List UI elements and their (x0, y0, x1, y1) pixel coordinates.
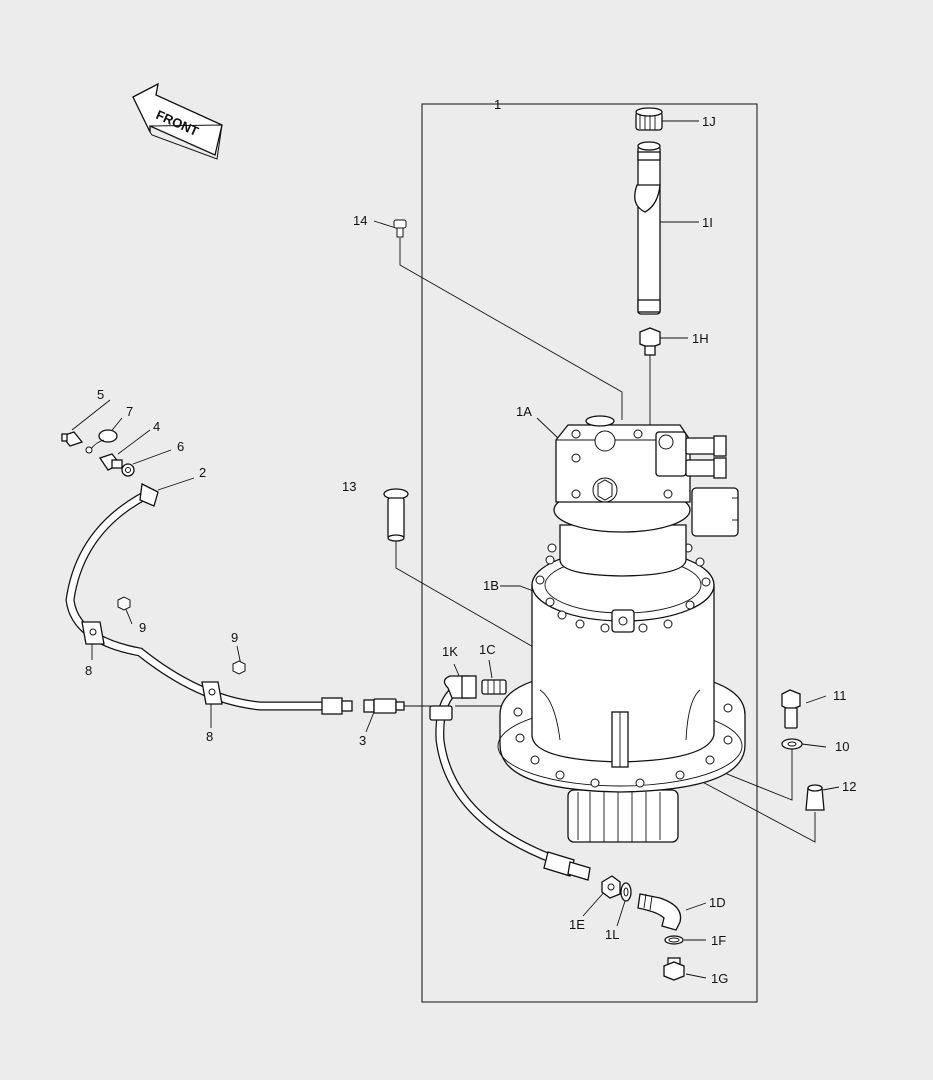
callout-8-lower: 8 (206, 729, 213, 744)
callout-1A: 1A (516, 404, 532, 419)
callout-2: 2 (199, 465, 206, 480)
part-10-washer (781, 738, 803, 750)
callout-1K: 1K (442, 644, 458, 659)
callout-1B: 1B (483, 578, 499, 593)
swing-motor-assembly (497, 415, 746, 843)
flange-holes (513, 703, 733, 788)
part-1I-tube (634, 141, 661, 315)
part-8-clamp-upper (81, 621, 105, 645)
part-9-bolt-upper (117, 596, 131, 611)
callout-1H: 1H (692, 331, 709, 346)
part-5-grease-nipple (60, 431, 84, 447)
callout-4: 4 (153, 419, 160, 434)
callout-12: 12 (842, 779, 856, 794)
callout-14: 14 (353, 213, 367, 228)
callout-9-upper: 9 (139, 620, 146, 635)
part-12-pin (805, 784, 825, 811)
callout-13: 13 (342, 479, 356, 494)
part-6-nut (121, 463, 135, 477)
hose-1K-1D (429, 683, 591, 881)
part-1G-plug (663, 957, 685, 981)
callout-3: 3 (359, 733, 366, 748)
part-1D-elbow (637, 893, 682, 931)
callout-1L: 1L (605, 927, 619, 942)
callout-7: 7 (126, 404, 133, 419)
part-4-fitting (98, 453, 123, 471)
part-3-connector (363, 698, 405, 714)
part-1H-fitting (639, 327, 661, 356)
callout-1C: 1C (479, 642, 496, 657)
callout-1D: 1D (709, 895, 726, 910)
callout-1I: 1I (702, 215, 713, 230)
part-2-hose (65, 483, 353, 715)
body-bolts (535, 543, 711, 633)
part-9-bolt-lower (232, 660, 246, 675)
callout-1J: 1J (702, 114, 716, 129)
part-7-cap (85, 429, 118, 454)
callout-9-lower: 9 (231, 630, 238, 645)
callout-1E: 1E (569, 917, 585, 932)
assembly-boundary-box (421, 103, 758, 1003)
part-1F-o-ring (664, 935, 684, 945)
part-1C-adapter (481, 679, 507, 695)
callout-labels: 1 1J 1I 14 1H 1A 13 1B 5 7 4 6 2 9 8 9 8… (85, 97, 856, 986)
part-1L-washer (620, 882, 632, 902)
callout-10: 10 (835, 739, 849, 754)
part-1J-cap (635, 107, 663, 131)
leader-lines (71, 120, 840, 979)
callout-6: 6 (177, 439, 184, 454)
part-13-pin (383, 488, 409, 542)
callout-11: 11 (833, 688, 847, 703)
callout-8-upper: 8 (85, 663, 92, 678)
front-arrow-icon: FRONT (132, 82, 223, 160)
pinion-gear (567, 789, 679, 843)
part-1E-nut (601, 875, 621, 899)
callout-1G: 1G (711, 971, 728, 986)
part-14-bolt (393, 219, 407, 238)
callout-1: 1 (494, 97, 501, 112)
part-1K-fitting (443, 675, 477, 699)
part-11-bolt (781, 689, 801, 729)
part-8-clamp-lower (201, 681, 223, 705)
callout-1F: 1F (711, 933, 726, 948)
callout-5: 5 (97, 387, 104, 402)
